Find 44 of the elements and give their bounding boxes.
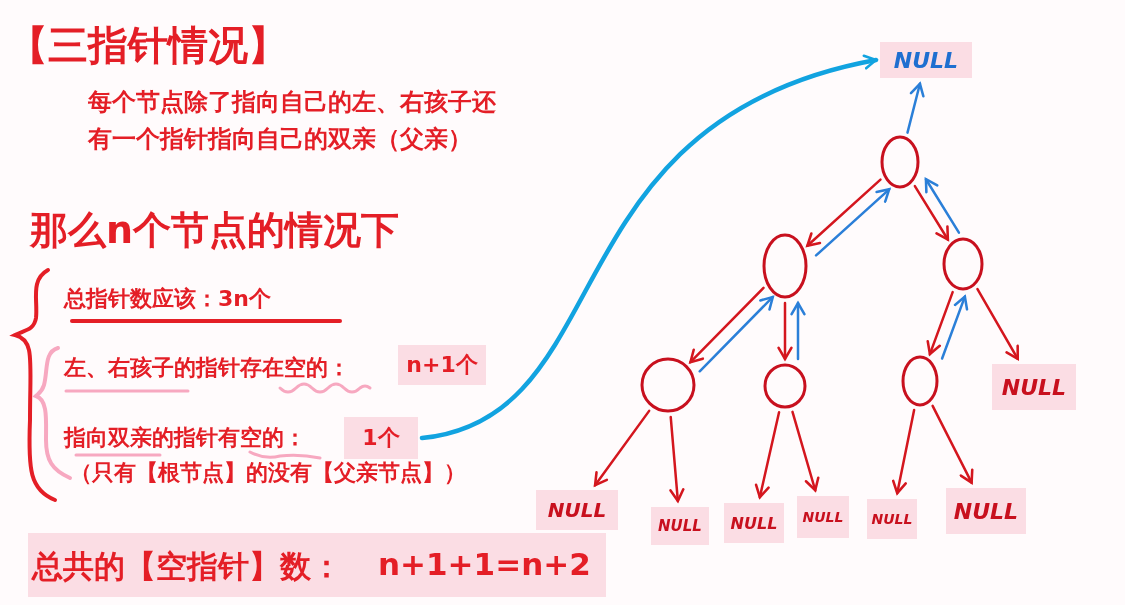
tree-node-circle: [763, 363, 807, 409]
note-text: 指向双亲的指针有空的：: [64, 424, 306, 452]
tree-node-circle: [762, 233, 808, 299]
arrow: [814, 188, 891, 257]
arrow: [906, 82, 925, 134]
highlighted-value: n+1+1=n+2: [378, 546, 591, 582]
null-label: NULL: [880, 42, 972, 78]
arrow: [419, 55, 879, 441]
arrow: [806, 178, 882, 248]
title: 【三指针情况】: [8, 21, 288, 70]
null-label: NULL: [992, 364, 1076, 410]
arrow: [926, 290, 954, 356]
arrow: [940, 295, 969, 360]
tree-node-circle: [901, 355, 939, 407]
arrow: [669, 415, 685, 503]
null-label: NULL: [797, 496, 849, 538]
tree-node-circle: [880, 135, 920, 189]
arrow: [790, 301, 806, 361]
arrow: [924, 177, 961, 234]
arrow: [913, 184, 950, 241]
arrow: [689, 286, 765, 364]
arrow: [593, 409, 651, 487]
arrow: [891, 408, 916, 495]
tree-node-circle: [942, 237, 984, 291]
null-label: NULL: [946, 488, 1026, 534]
null-label: NULL: [867, 499, 917, 539]
null-label: NULL: [651, 507, 709, 545]
description: 每个节点除了指向自己的左、右孩子还有一个指针指向自己的双亲（父亲）: [88, 87, 497, 155]
tree-node-circle: [640, 357, 696, 413]
summary-text: 总共的【空指针】数：: [32, 547, 342, 586]
arrow: [777, 301, 793, 361]
null-label: NULL: [536, 490, 618, 530]
arrow: [754, 411, 781, 499]
highlighted-value: n+1个: [398, 345, 486, 385]
highlighted-value: 1个: [344, 417, 418, 459]
heading: 那么n个节点的情况下: [30, 207, 400, 254]
arrow: [698, 295, 775, 373]
arrow: [791, 410, 820, 492]
arrow: [931, 404, 974, 484]
note-text: 左、右孩子的指针存在空的：: [64, 354, 350, 382]
null-label: NULL: [724, 503, 784, 543]
note-text: （只有【根节点】的没有【父亲节点】）: [70, 459, 466, 487]
note-text: 总指针数应该：3n个: [64, 285, 271, 313]
arrow: [976, 287, 1019, 361]
